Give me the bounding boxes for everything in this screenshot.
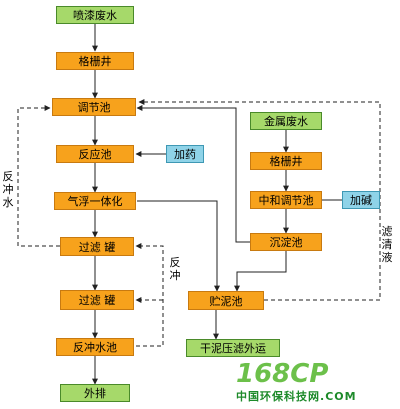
- watermark-site: 中国环保科技网.COM: [236, 390, 357, 403]
- node-add-alkali: 加碱: [342, 191, 380, 209]
- arrow-sediment-to-sludge: [234, 251, 287, 292]
- node-neutral-regulating-tank: 中和调节池: [250, 191, 322, 209]
- node-filter-tank-2: 过滤 罐: [60, 290, 134, 310]
- arrow-sediment-to-regulating: [136, 105, 250, 243]
- node-filter-tank-1: 过滤 罐: [60, 237, 134, 256]
- node-air-flotation: 气浮一体化: [54, 192, 136, 210]
- node-sludge-tank: 贮泥池: [188, 291, 264, 310]
- watermark-logo-text: 168CP: [236, 359, 329, 389]
- node-backwash-tank: 反冲水池: [56, 338, 134, 356]
- watermark-domain: COM: [325, 390, 357, 403]
- node-sedimentation-tank: 沉淀池: [250, 233, 322, 251]
- node-grid-well-2: 格栅井: [250, 152, 322, 170]
- label-filtrate: 滤清液: [381, 225, 393, 264]
- node-reaction-tank: 反应池: [56, 145, 134, 163]
- node-regulating-tank: 调节池: [52, 98, 136, 116]
- node-discharge: 外排: [60, 384, 130, 402]
- watermark-site-text: 中国环保科技网: [236, 390, 320, 403]
- node-sludge-press: 干泥压滤外运: [186, 339, 280, 357]
- node-add-chemical: 加药: [166, 145, 204, 163]
- node-grid-well-1: 格栅井: [56, 52, 134, 70]
- dashed-backwash-to-filter1: [135, 243, 164, 347]
- node-metal-wastewater: 金属废水: [250, 112, 322, 130]
- label-backwash-water: 反冲水: [2, 170, 14, 209]
- watermark-logo: 168CP: [236, 359, 328, 389]
- arrow-flotation-to-sludge: [137, 200, 220, 292]
- label-backwash: 反冲: [169, 256, 181, 282]
- dashed-filter1-to-regulating: [17, 105, 60, 247]
- dashed-sludge-to-regulating: [138, 99, 381, 301]
- node-spray-wastewater: 喷漆废水: [56, 6, 134, 24]
